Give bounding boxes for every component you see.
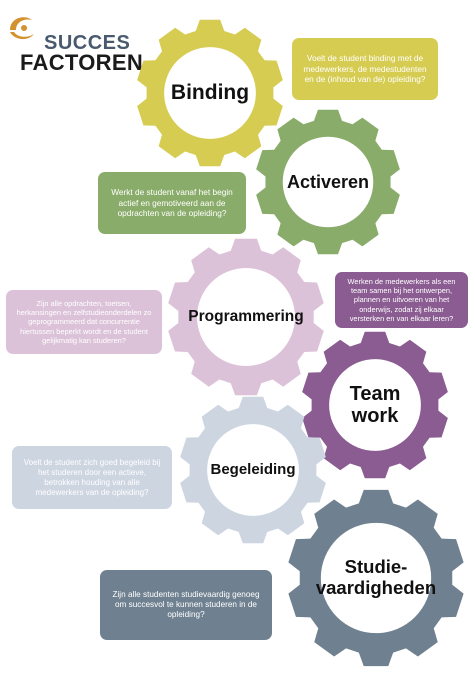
question-text-teamwork: Werken de medewerkers als een team samen… bbox=[347, 276, 456, 323]
gear-center bbox=[164, 47, 256, 139]
gear-center bbox=[320, 522, 432, 634]
gear-center bbox=[329, 359, 421, 451]
question-text-activeren: Werkt de student vanaf het begin actief … bbox=[111, 187, 233, 219]
gear-begeleiding: Begeleiding bbox=[178, 395, 328, 545]
gear-center bbox=[282, 136, 374, 228]
gear-studievaardigheden-label: Studie- vaardigheden bbox=[315, 556, 437, 598]
gear-begeleiding-label: Begeleiding bbox=[210, 460, 296, 478]
gear-icon bbox=[302, 331, 448, 479]
gear-activeren: Activeren bbox=[254, 108, 402, 256]
gear-programmering: Programmering bbox=[166, 237, 326, 397]
logo-word-succes: SUCCES bbox=[44, 32, 131, 54]
gear-activeren-label: Activeren bbox=[286, 171, 370, 192]
gear-icon bbox=[288, 489, 464, 667]
question-card-teamwork: Werken de medewerkers als een team samen… bbox=[335, 272, 468, 328]
question-text-binding: Voelt de student binding met de medewerk… bbox=[303, 53, 427, 85]
logo-word-factoren: FACTOREN bbox=[20, 50, 144, 75]
logo: SUCCES FACTOREN bbox=[4, 8, 144, 75]
question-card-activeren: Werkt de student vanaf het begin actief … bbox=[98, 172, 246, 234]
gear-center bbox=[197, 268, 295, 366]
gear-binding-label: Binding bbox=[170, 81, 250, 105]
gear-binding: Binding bbox=[135, 18, 285, 168]
gear-icon bbox=[168, 238, 324, 396]
question-card-begeleiding: Voelt de student zich goed begeleid bij … bbox=[12, 446, 172, 509]
gear-icon bbox=[137, 19, 283, 167]
gear-center bbox=[207, 424, 299, 516]
gear-icon bbox=[256, 109, 400, 255]
gear-icon bbox=[180, 396, 326, 544]
gear-studievaardigheden: Studie- vaardigheden bbox=[286, 488, 466, 668]
question-card-programmering: Zijn alle opdrachten, toetsen, herkansin… bbox=[6, 290, 162, 354]
question-card-binding: Voelt de student binding met de medewerk… bbox=[292, 38, 438, 100]
question-text-programmering: Zijn alle opdrachten, toetsen, herkansin… bbox=[16, 298, 152, 345]
question-text-studievaardigheden: Zijn alle studenten studievaardig genoeg… bbox=[112, 589, 260, 620]
question-text-begeleiding: Voelt de student zich goed begeleid bij … bbox=[23, 457, 161, 497]
question-card-studievaardigheden: Zijn alle studenten studievaardig genoeg… bbox=[100, 570, 272, 640]
gear-teamwork-label: Team work bbox=[349, 382, 401, 427]
gear-programmering-label: Programmering bbox=[188, 308, 304, 326]
swoosh-icon bbox=[10, 17, 34, 40]
gear-teamwork: Team work bbox=[300, 330, 450, 480]
